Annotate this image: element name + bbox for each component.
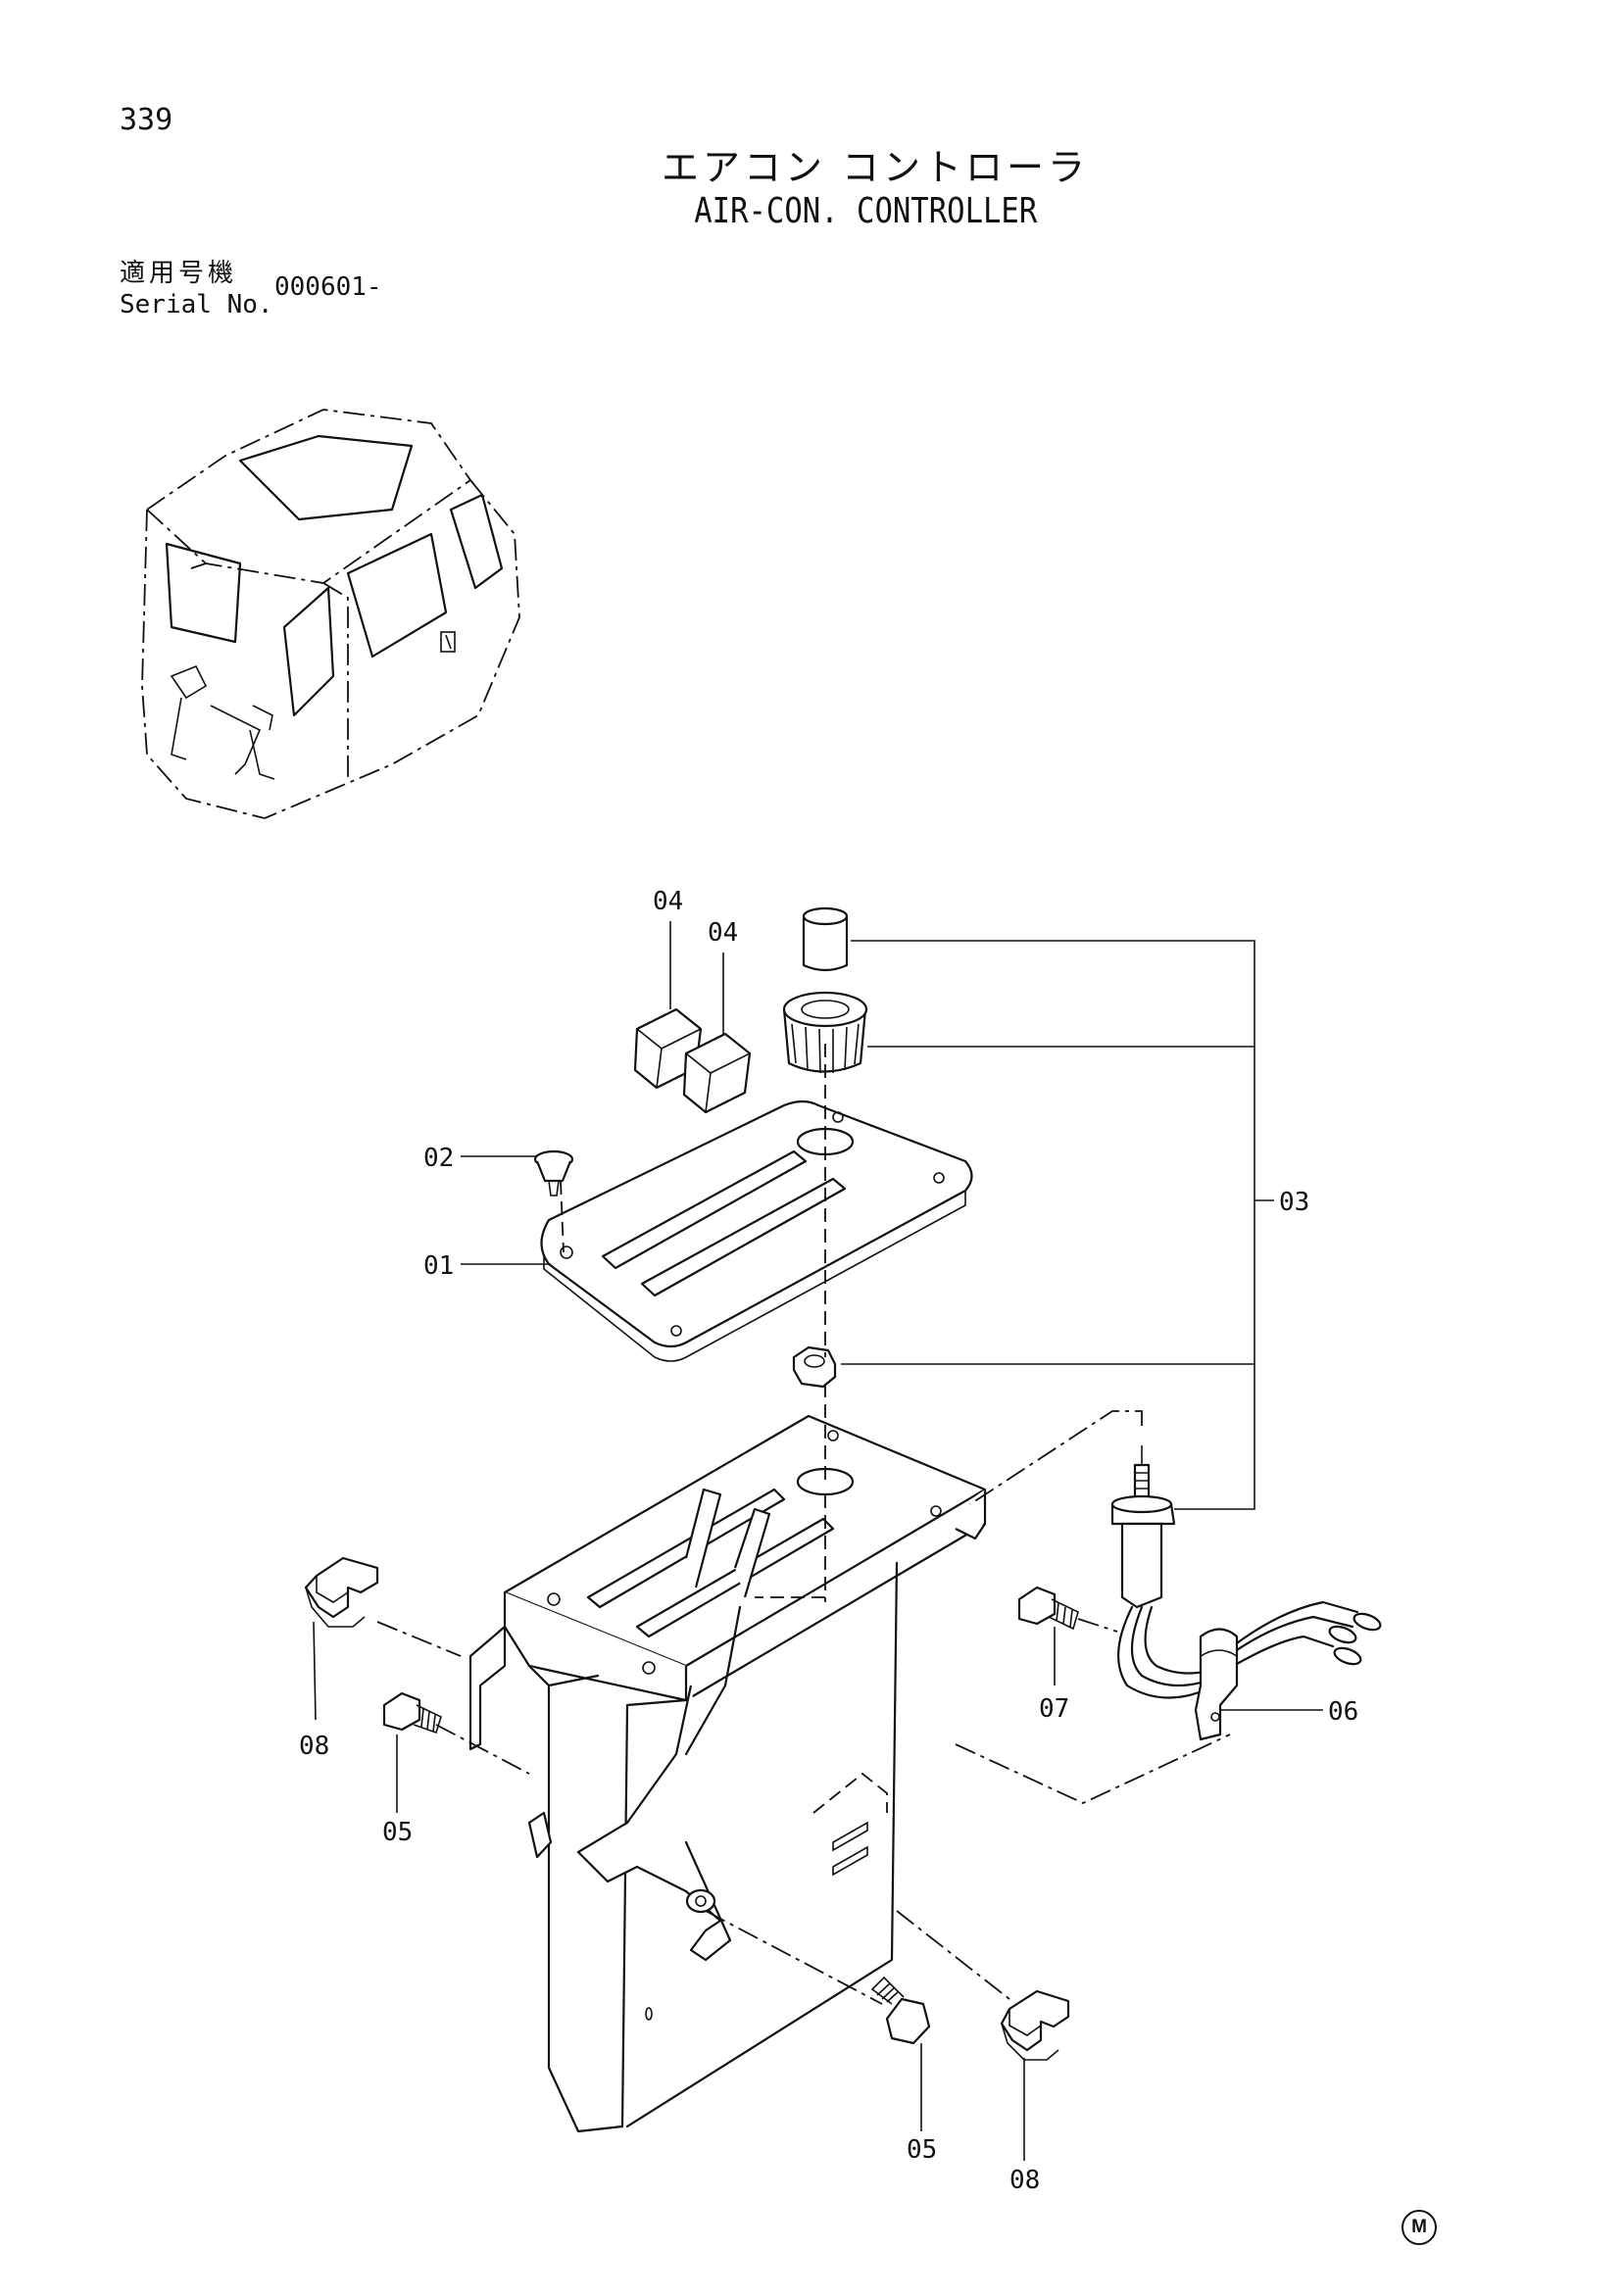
callout-08-lower: 08 [1009,2166,1040,2195]
part-03-nut [792,1345,837,1389]
part-08-clip-lower [1000,1989,1070,2061]
page-title-japanese: エアコン コントローラ [661,146,1090,189]
assembly-lines [376,1044,1231,2005]
callout-06: 06 [1328,1697,1358,1727]
callout-07: 07 [1039,1694,1069,1724]
callout-01: 01 [423,1251,454,1281]
part-05-bolt-lower [870,1976,931,2045]
part-07-bolt [1017,1586,1079,1631]
cab-overview-illustration [141,409,520,819]
callout-05-upper: 05 [382,1818,413,1847]
part-02-clip [533,1149,574,1197]
callout-02: 02 [423,1144,454,1173]
leader-lines [313,921,1323,2161]
maker-mark-icon: M [1402,2210,1437,2245]
controller-bracket [468,1414,987,2133]
callout-05-lower: 05 [907,2135,937,2165]
serial-label: Serial No. [120,290,273,319]
part-03-knob [782,991,868,1074]
serial-label-japanese: 適用号機 [120,259,238,288]
callout-labels: 04 04 02 01 03 08 05 07 06 05 08 [299,887,1358,2195]
part-06-clamp [1194,1628,1239,1741]
part-05-bolt-upper [382,1691,442,1734]
part-04-knob-right [682,1032,752,1114]
page-title: AIR-CON. CONTROLLER [694,191,1038,231]
serial-number-range: 000601- [274,272,382,302]
callout-04-left: 04 [653,887,683,916]
callout-08-upper: 08 [299,1732,329,1761]
callout-03: 03 [1279,1188,1309,1217]
part-01-plate [540,1099,973,1362]
part-03-cap [802,906,849,972]
page-number: 339 [120,103,173,137]
callout-04-right: 04 [708,918,738,948]
part-03-switch-harness [1110,1445,1382,1699]
part-08-clip-upper [304,1556,379,1628]
